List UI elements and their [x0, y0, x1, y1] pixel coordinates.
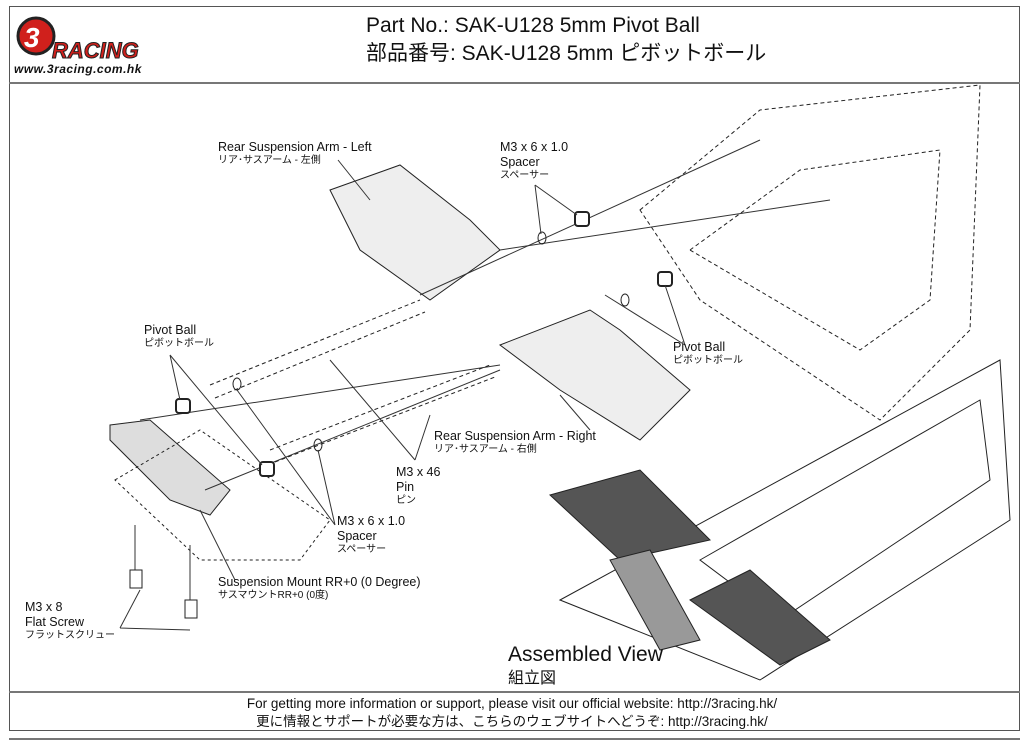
page-frame: [9, 6, 1020, 731]
mount-base-dashed: [114, 429, 331, 561]
footer-jp: 更に情報とサポートが必要な方は、こちらのウェブサイトへどうぞ: http://3…: [256, 714, 768, 729]
flat-screws: [129, 569, 198, 619]
pivot-balls: [175, 211, 673, 477]
svg-text:3: 3: [24, 22, 40, 53]
arm-right: [498, 309, 691, 441]
title-en: Part No.: SAK-U128 5mm Pivot Ball: [366, 14, 700, 37]
arm-left: [329, 164, 501, 301]
suspension-mount: [109, 419, 231, 516]
label-mount: Suspension Mount RR+0 (0 Degree)サスマウントRR…: [218, 575, 421, 601]
chassis-outline-dashed: [639, 84, 981, 421]
assembled-mount: [609, 549, 701, 651]
assembled-arm-rear: [689, 569, 831, 666]
title-jp: 部品番号: SAK-U128 5mm ピボットボール: [366, 42, 767, 65]
bottom-divider: [9, 738, 1020, 740]
svg-text:RACING: RACING: [52, 38, 139, 63]
assembled-arm-front: [549, 469, 711, 561]
logo-url: www.3racing.com.hk: [14, 62, 142, 76]
assembly-axis-lines: [134, 139, 831, 600]
footer-en: For getting more information or support,…: [246, 696, 778, 711]
pins: [209, 299, 496, 463]
leader-lines: [119, 159, 686, 631]
page-title: Part No.: SAK-U128 5mm Pivot Ball 部品番号: …: [366, 12, 766, 68]
footer-divider: [9, 691, 1020, 693]
brand-logo: 3 RACING: [14, 12, 214, 78]
header-divider: [9, 82, 1020, 84]
